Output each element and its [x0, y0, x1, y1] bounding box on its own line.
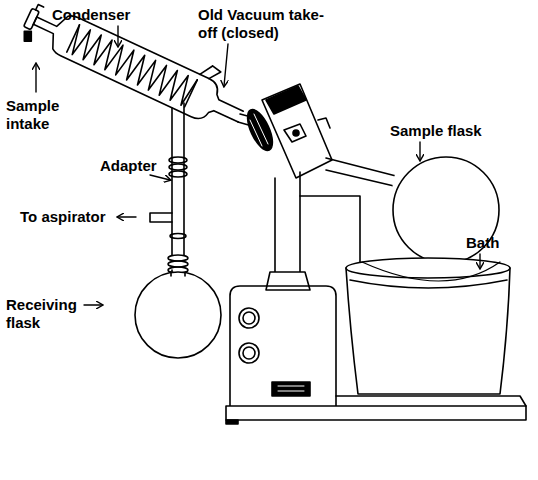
base-unit-part: [278, 386, 304, 391]
leader-arrows-part: [118, 216, 136, 217]
leader-arrows-part: [224, 44, 228, 86]
sample-flask-part: [393, 157, 499, 263]
base-unit-part: [336, 396, 526, 406]
adapter-tube-part: [169, 157, 187, 163]
part-label: Sample flask: [390, 122, 482, 140]
part-label: Adapter: [100, 157, 157, 175]
adapter-tube-part: [168, 255, 188, 261]
part-label: To aspirator: [20, 208, 106, 226]
adapter-tube-part: [150, 213, 172, 222]
adapter-tube-part: [169, 164, 187, 170]
part-label: Bath: [466, 234, 499, 252]
leader-arrows: [36, 26, 480, 305]
base-unit-part: [239, 308, 259, 328]
motor-head: [262, 84, 332, 178]
water-bath-part: [350, 280, 507, 288]
adapter-tube-part: [169, 171, 187, 177]
motor-head-part: [318, 118, 330, 128]
part-label: Sample intake: [6, 97, 68, 133]
sample-flask: [326, 157, 499, 263]
leader-arrows-part: [35, 64, 36, 92]
support-arm-part: [266, 272, 310, 290]
base-unit: [226, 286, 526, 424]
part-label: Condenser: [52, 6, 130, 24]
joint-clip-part: [250, 114, 268, 146]
motor-head-part: [262, 84, 332, 178]
illustration-part: [18, 0, 526, 424]
support-arm-part: [275, 172, 300, 272]
condenser-part: [67, 25, 197, 107]
condenser-part: [24, 8, 40, 30]
adapter-tube-part: [168, 261, 188, 267]
part-label: Receiving flask: [6, 296, 86, 332]
base-unit-part: [272, 382, 310, 396]
condenser-part: [67, 25, 197, 107]
support-arm-part: [300, 196, 360, 262]
base-unit-part: [243, 347, 255, 359]
part-label: Old Vacuum take-off (closed): [198, 6, 330, 42]
adapter-tube-part: [172, 103, 184, 255]
condenser-part: [24, 31, 31, 41]
adapter-tube: [150, 103, 188, 273]
base-unit-part: [226, 420, 238, 424]
sample-flask-part: [326, 158, 396, 186]
base-unit-part: [243, 312, 255, 324]
water-bath-part: [346, 258, 510, 278]
leader-arrows-part: [117, 26, 118, 46]
receiving-flask-part: [171, 273, 185, 276]
water-bath-part: [346, 268, 510, 394]
motor-head-part: [284, 124, 306, 142]
condenser-part: [36, 5, 44, 13]
motor-head-part: [266, 86, 306, 114]
leader-arrows-part: [419, 142, 420, 160]
motor-head-part: [293, 130, 299, 136]
base-unit-part: [226, 406, 526, 420]
sample-flask-part: [394, 176, 396, 186]
base-unit-part: [230, 286, 336, 418]
condenser-part: [200, 63, 222, 82]
base-unit-part: [239, 343, 259, 363]
leader-arrows-part: [84, 304, 102, 305]
receiving-flask-part: [135, 272, 221, 358]
adapter-tube-part: [170, 234, 186, 239]
leader-arrows-part: [479, 254, 480, 268]
leader-arrows-part: [150, 175, 170, 180]
receiving-flask: [135, 270, 221, 358]
water-bath: [346, 258, 510, 394]
